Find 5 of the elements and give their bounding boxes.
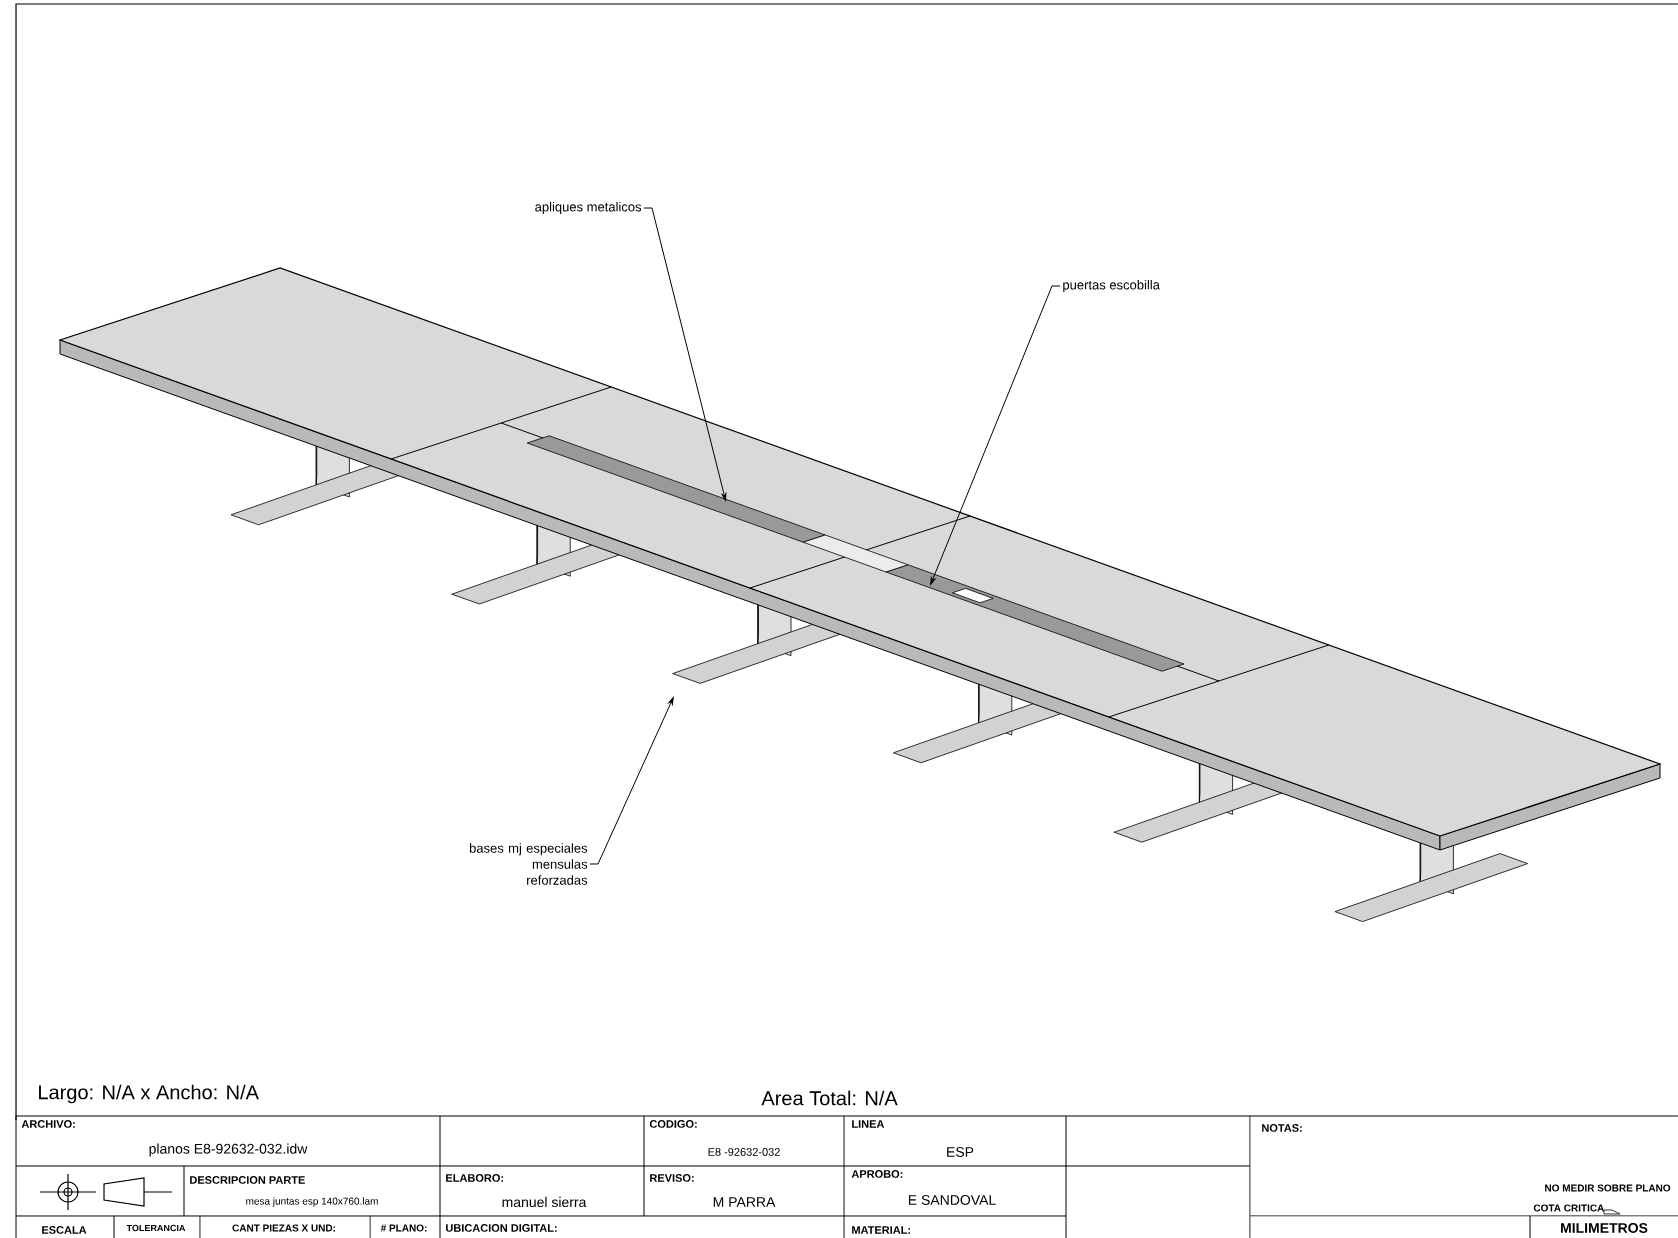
label: Area Total: N/A	[761, 1090, 898, 1106]
leader-line	[643, 207, 727, 501]
label: Largo: N/A x Ancho: N/A	[39, 1084, 259, 1104]
leader-line	[589, 697, 674, 865]
leader-line	[930, 285, 1061, 585]
